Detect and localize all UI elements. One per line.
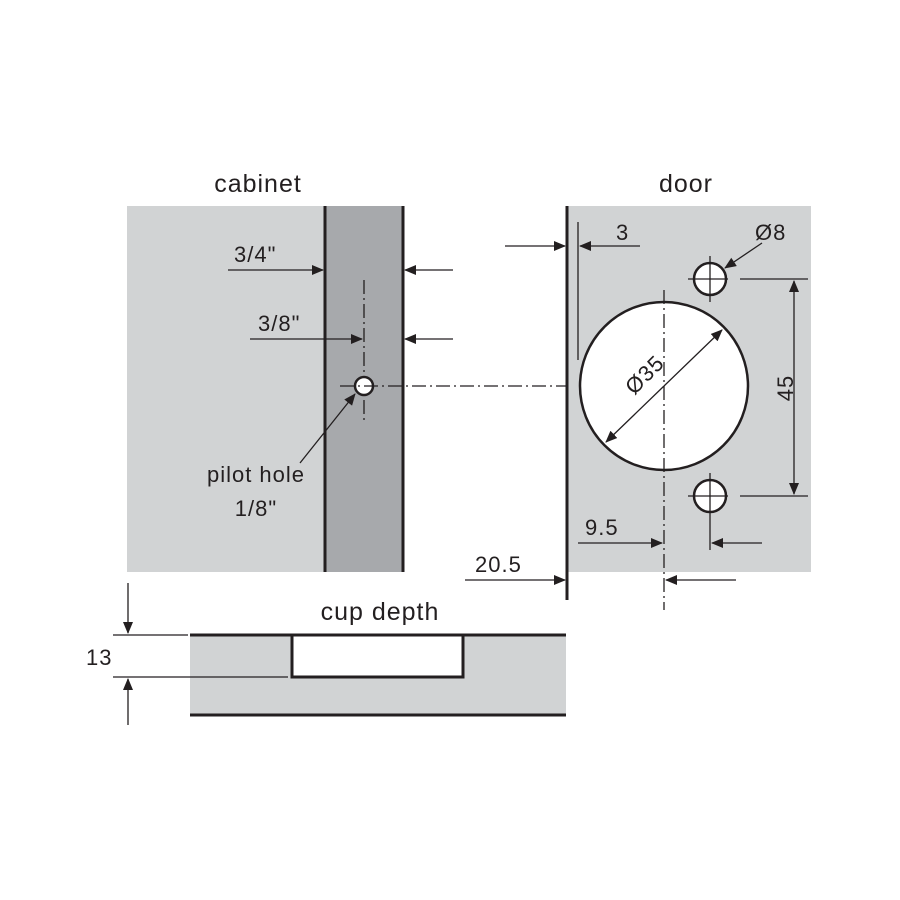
cabinet-label: cabinet xyxy=(214,170,302,198)
dim-cup-diameter-line-a xyxy=(663,329,723,387)
cabinet-view: cabinet 3/4" 3/8" pilot hole 1/8" xyxy=(127,170,453,572)
dim-door-edge-text: 3 xyxy=(616,220,629,245)
dim-cup-offset-text: 20.5 xyxy=(475,552,522,577)
pilot-hole-label-line1: pilot hole xyxy=(207,462,305,487)
pilot-hole-leader xyxy=(299,393,356,464)
dim-cup-depth-text: 13 xyxy=(86,645,112,670)
dim-screw-spacing-text: 45 xyxy=(773,375,798,401)
dim-screw-offset-text: 9.5 xyxy=(585,515,619,540)
cup-depth-view: cup depth 13 xyxy=(86,583,566,725)
pilot-hole-label-line2: 1/8" xyxy=(235,496,277,521)
dim-cup-diameter-line-b xyxy=(605,385,665,443)
cup-recess xyxy=(290,633,465,679)
cup-depth-label: cup depth xyxy=(321,598,440,626)
dim-screw-hole-text: Ø8 xyxy=(755,220,786,245)
dim-pilot-offset-text: 3/8" xyxy=(258,311,300,336)
dim-screw-hole-leader xyxy=(724,242,763,269)
cabinet-panel xyxy=(127,206,325,572)
door-label: door xyxy=(659,170,713,198)
dim-face-frame-text: 3/4" xyxy=(234,242,276,267)
door-view: door 3 Ø35 Ø8 45 9.5 xyxy=(465,170,811,610)
